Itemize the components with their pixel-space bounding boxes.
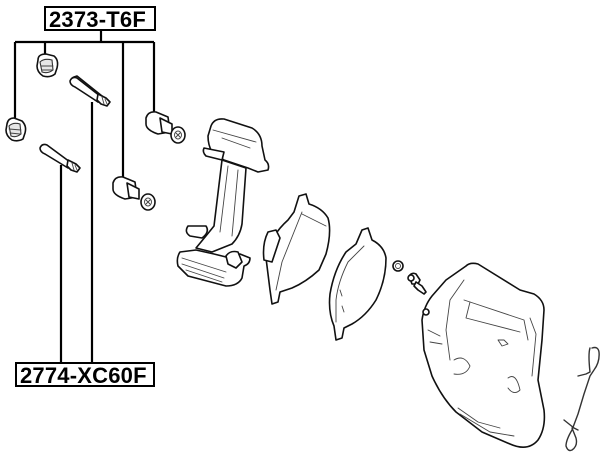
rubber-bushing-lower (5, 117, 27, 142)
leader-lines-2373-T6F (13, 31, 156, 177)
caliper-bracket (176, 118, 270, 287)
rubber-bushing-upper (36, 53, 59, 78)
part-number-text: 2774-XC60F (20, 363, 147, 388)
brake-pad-inner (262, 193, 331, 305)
guide-pin-upper (69, 75, 111, 107)
part-number-label-2373-T6F[interactable]: 2373-T6F (44, 6, 156, 31)
guide-bolt-lower (112, 176, 156, 211)
bleeder-screw (407, 272, 427, 295)
part-number-label-2774-XC60F[interactable]: 2774-XC60F (15, 362, 155, 387)
bleeder-cap (392, 260, 404, 272)
leader-lines-2774-XC60F (59, 102, 94, 362)
guide-bolt-upper (145, 111, 186, 144)
retaining-spring-clip (563, 346, 600, 452)
part-number-text: 2373-T6F (49, 7, 146, 32)
brake-pad-outer (328, 227, 387, 341)
guide-pin-lower (39, 143, 81, 173)
caliper-housing (421, 262, 546, 448)
